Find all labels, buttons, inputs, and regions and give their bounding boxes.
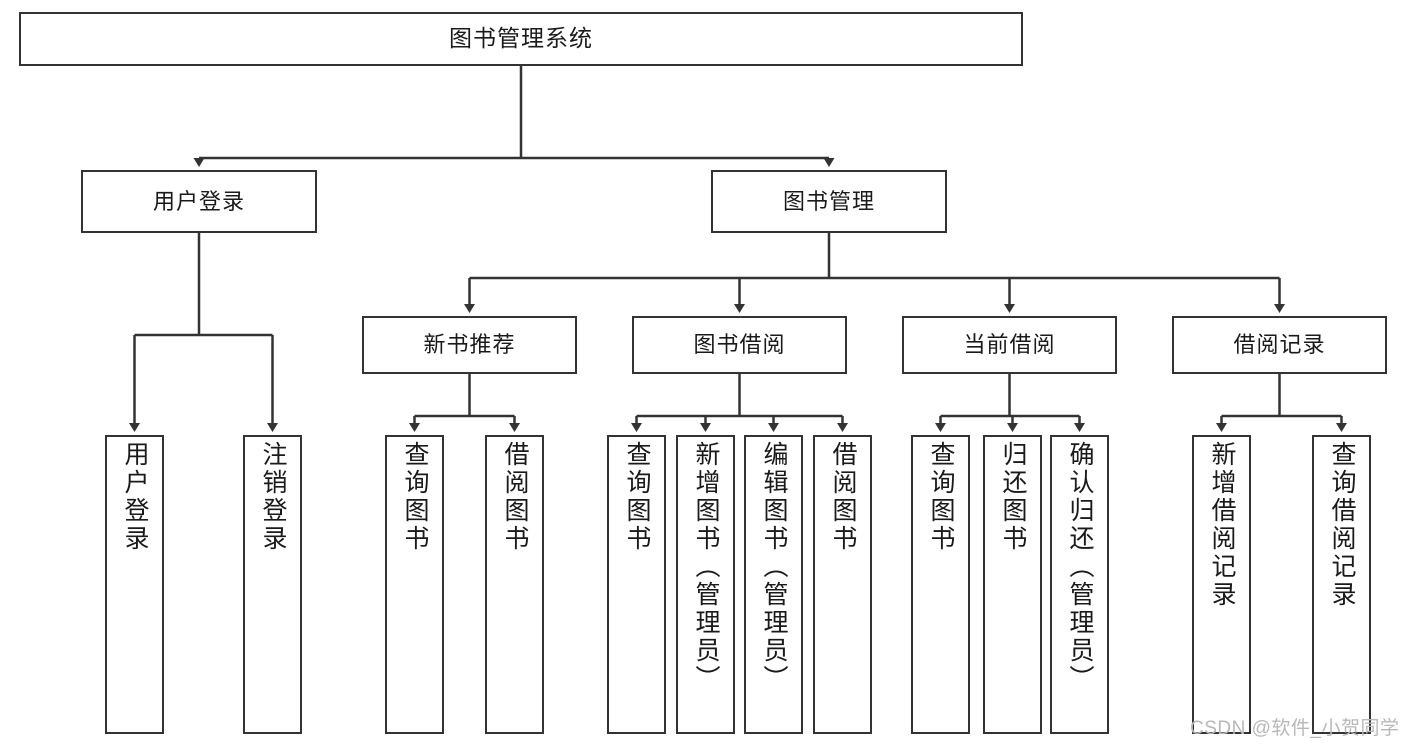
node-user-login-label: 用户登录 — [152, 188, 245, 214]
node-leaf-user-logout-label: 注销登录 — [259, 441, 287, 553]
node-new-book-rec[interactable]: 新书推荐 — [362, 316, 577, 374]
node-leaf-bw-edit[interactable]: 编辑图书（管理员） — [744, 435, 803, 734]
node-leaf-br-query-label: 查询借阅记录 — [1328, 441, 1356, 609]
node-leaf-cb-confirm-label: 确认归还（管理员） — [1066, 441, 1094, 693]
node-borrow-record[interactable]: 借阅记录 — [1172, 316, 1387, 374]
node-current-borrow-label: 当前借阅 — [963, 332, 1056, 358]
node-leaf-bw-query[interactable]: 查询图书 — [607, 435, 666, 734]
node-leaf-cb-query-label: 查询图书 — [927, 441, 955, 553]
node-book-borrow[interactable]: 图书借阅 — [632, 316, 847, 374]
node-leaf-user-login[interactable]: 用户登录 — [105, 435, 164, 734]
node-root[interactable]: 图书管理系统 — [19, 12, 1023, 66]
node-leaf-bw-add-label: 新增图书（管理员） — [692, 441, 720, 693]
node-leaf-rec-query-label: 查询图书 — [401, 441, 429, 553]
node-leaf-cb-query[interactable]: 查询图书 — [911, 435, 970, 734]
node-leaf-rec-borrow-label: 借阅图书 — [501, 441, 529, 553]
node-leaf-bw-borrow-label: 借阅图书 — [829, 441, 857, 553]
node-leaf-bw-borrow[interactable]: 借阅图书 — [813, 435, 872, 734]
node-leaf-bw-add[interactable]: 新增图书（管理员） — [676, 435, 735, 734]
node-book-manage-label: 图书管理 — [782, 188, 875, 214]
node-leaf-br-add-label: 新增借阅记录 — [1208, 441, 1236, 609]
node-leaf-br-query[interactable]: 查询借阅记录 — [1312, 435, 1371, 734]
node-leaf-rec-borrow[interactable]: 借阅图书 — [485, 435, 544, 734]
node-leaf-bw-query-label: 查询图书 — [623, 441, 651, 553]
node-book-manage[interactable]: 图书管理 — [711, 170, 947, 233]
node-leaf-user-logout[interactable]: 注销登录 — [243, 435, 302, 734]
node-leaf-cb-return[interactable]: 归还图书 — [983, 435, 1042, 734]
node-root-label: 图书管理系统 — [449, 25, 593, 52]
node-leaf-bw-edit-label: 编辑图书（管理员） — [760, 441, 788, 693]
node-current-borrow[interactable]: 当前借阅 — [902, 316, 1117, 374]
node-leaf-cb-confirm[interactable]: 确认归还（管理员） — [1050, 435, 1109, 734]
node-book-borrow-label: 图书借阅 — [693, 332, 786, 358]
node-borrow-record-label: 借阅记录 — [1233, 332, 1326, 358]
node-leaf-user-login-label: 用户登录 — [121, 441, 149, 553]
node-leaf-cb-return-label: 归还图书 — [999, 441, 1027, 553]
node-leaf-br-add[interactable]: 新增借阅记录 — [1192, 435, 1251, 734]
watermark: CSDN @软件_小贺同学 — [1190, 718, 1400, 739]
node-user-login[interactable]: 用户登录 — [81, 170, 317, 233]
node-leaf-rec-query[interactable]: 查询图书 — [385, 435, 444, 734]
node-new-book-rec-label: 新书推荐 — [423, 332, 516, 358]
